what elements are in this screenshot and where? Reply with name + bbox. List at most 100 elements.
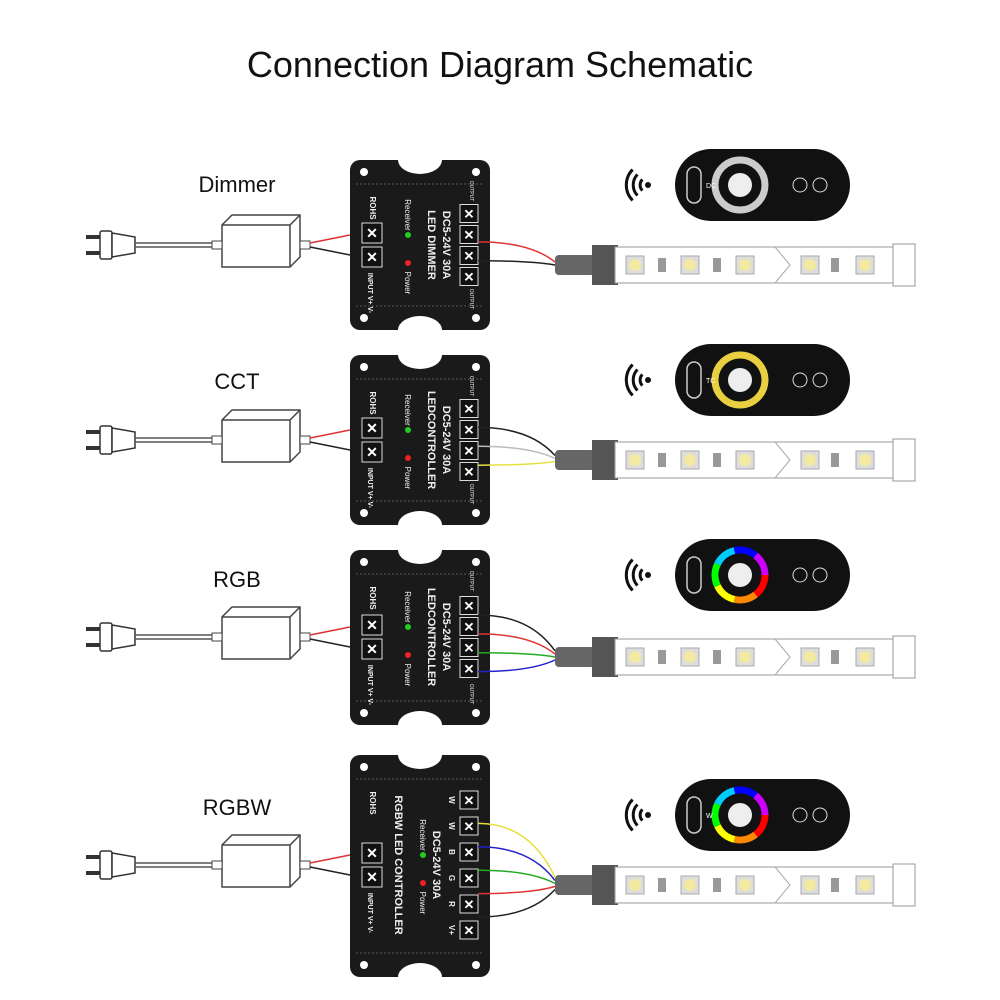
power-button (686, 796, 702, 834)
output-terminal (459, 868, 479, 888)
terminal-screw-icon: ✕ (464, 845, 475, 860)
output-terminal (459, 204, 479, 223)
output-wire (477, 846, 556, 881)
psu-gland (211, 240, 223, 250)
brightness-up-button (792, 177, 808, 193)
plug-head (111, 232, 136, 258)
output-channel-label: W (447, 822, 456, 830)
terminal-screw-icon: ✕ (464, 819, 475, 834)
psu-edge (222, 409, 301, 462)
power-led (405, 652, 411, 658)
psu-gland (299, 860, 311, 870)
led-emitter (859, 879, 871, 891)
output-channel-label: W (447, 796, 456, 804)
wireless-signal-icon (624, 558, 651, 592)
screw-hole (472, 314, 480, 322)
mount-notch (398, 511, 442, 525)
plug-prong (86, 235, 100, 239)
signal-wave (631, 803, 639, 827)
resistor (713, 650, 721, 664)
terminal-screw-icon: ✕ (464, 897, 475, 912)
brightness-up-button (792, 567, 808, 583)
output-wire (477, 460, 556, 466)
terminal-screw-icon: ✕ (366, 617, 378, 633)
rohs-label: ROHS (368, 391, 377, 415)
resistor (713, 453, 721, 467)
terminal-screw-icon: ✕ (464, 402, 475, 417)
receiver-led (405, 232, 411, 238)
led-emitter (859, 259, 871, 271)
led-emitter (739, 651, 751, 663)
plug-prong (86, 627, 100, 631)
receiver-label: Receiver (403, 394, 412, 426)
led-emitter (629, 651, 641, 663)
cut-mark (774, 441, 791, 479)
signal-wave (624, 558, 634, 592)
output-terminal (459, 596, 479, 615)
color-ring-segment (714, 787, 736, 806)
mount-notch (398, 355, 442, 369)
led-emitter (684, 259, 696, 271)
rohs-label: ROHS (368, 791, 377, 815)
plug-icon (86, 850, 136, 880)
remote-mark: DC (706, 183, 716, 190)
screw-hole (472, 763, 480, 771)
brightness-up-button (792, 372, 808, 388)
terminal-screw-icon: ✕ (366, 420, 378, 436)
terminal-screw-icon: ✕ (366, 249, 378, 265)
controller-body (350, 550, 490, 725)
power-supply-icon (211, 606, 311, 660)
led-emitter (739, 879, 751, 891)
output-wire (477, 659, 556, 673)
center-button (728, 173, 752, 197)
output-label: OUTPUT (468, 571, 474, 592)
plug-prong (86, 430, 100, 434)
led-emitter (859, 651, 871, 663)
signal-wave (624, 363, 634, 397)
screw-hole (360, 509, 368, 517)
output-wire (477, 614, 556, 652)
output-wire (477, 888, 556, 918)
color-ring-segment (711, 562, 721, 588)
output-terminal (459, 638, 479, 657)
psu-outline (221, 834, 301, 888)
output-label: OUTPUT (468, 289, 474, 310)
led-emitter (804, 454, 816, 466)
wireless-signal-icon (624, 363, 651, 397)
brightness-down-button (812, 807, 828, 823)
led-strip-icon (555, 635, 916, 679)
mount-notch (398, 755, 442, 769)
terminal-screw-icon: ✕ (464, 270, 475, 285)
psu-gland (299, 240, 311, 250)
screw-hole (360, 363, 368, 371)
signal-dot (645, 377, 651, 383)
cut-mark (774, 246, 791, 284)
output-terminal (459, 790, 479, 810)
plug-icon (86, 425, 136, 455)
touch-ring (711, 351, 769, 409)
resistor (713, 258, 721, 272)
output-terminal (459, 659, 479, 678)
remote-mark: TC (706, 378, 715, 385)
output-wire (477, 869, 556, 885)
color-ring-segment (753, 574, 769, 598)
led-strip-icon (555, 243, 916, 287)
color-ring-segment (733, 831, 758, 844)
terminal-screw-icon: ✕ (464, 871, 475, 886)
output-terminal (459, 399, 479, 418)
controller-body (350, 755, 490, 977)
output-terminal (459, 894, 479, 914)
terminal-screw-icon: ✕ (366, 641, 378, 657)
controller-body (350, 355, 490, 525)
screw-hole (472, 168, 480, 176)
psu-outline (221, 409, 301, 463)
remote-control-icon: TC (675, 344, 850, 416)
signal-wave (624, 798, 634, 832)
screw-hole (360, 314, 368, 322)
brightness-down-button (812, 372, 828, 388)
output-terminal (459, 420, 479, 439)
led-emitter (739, 454, 751, 466)
